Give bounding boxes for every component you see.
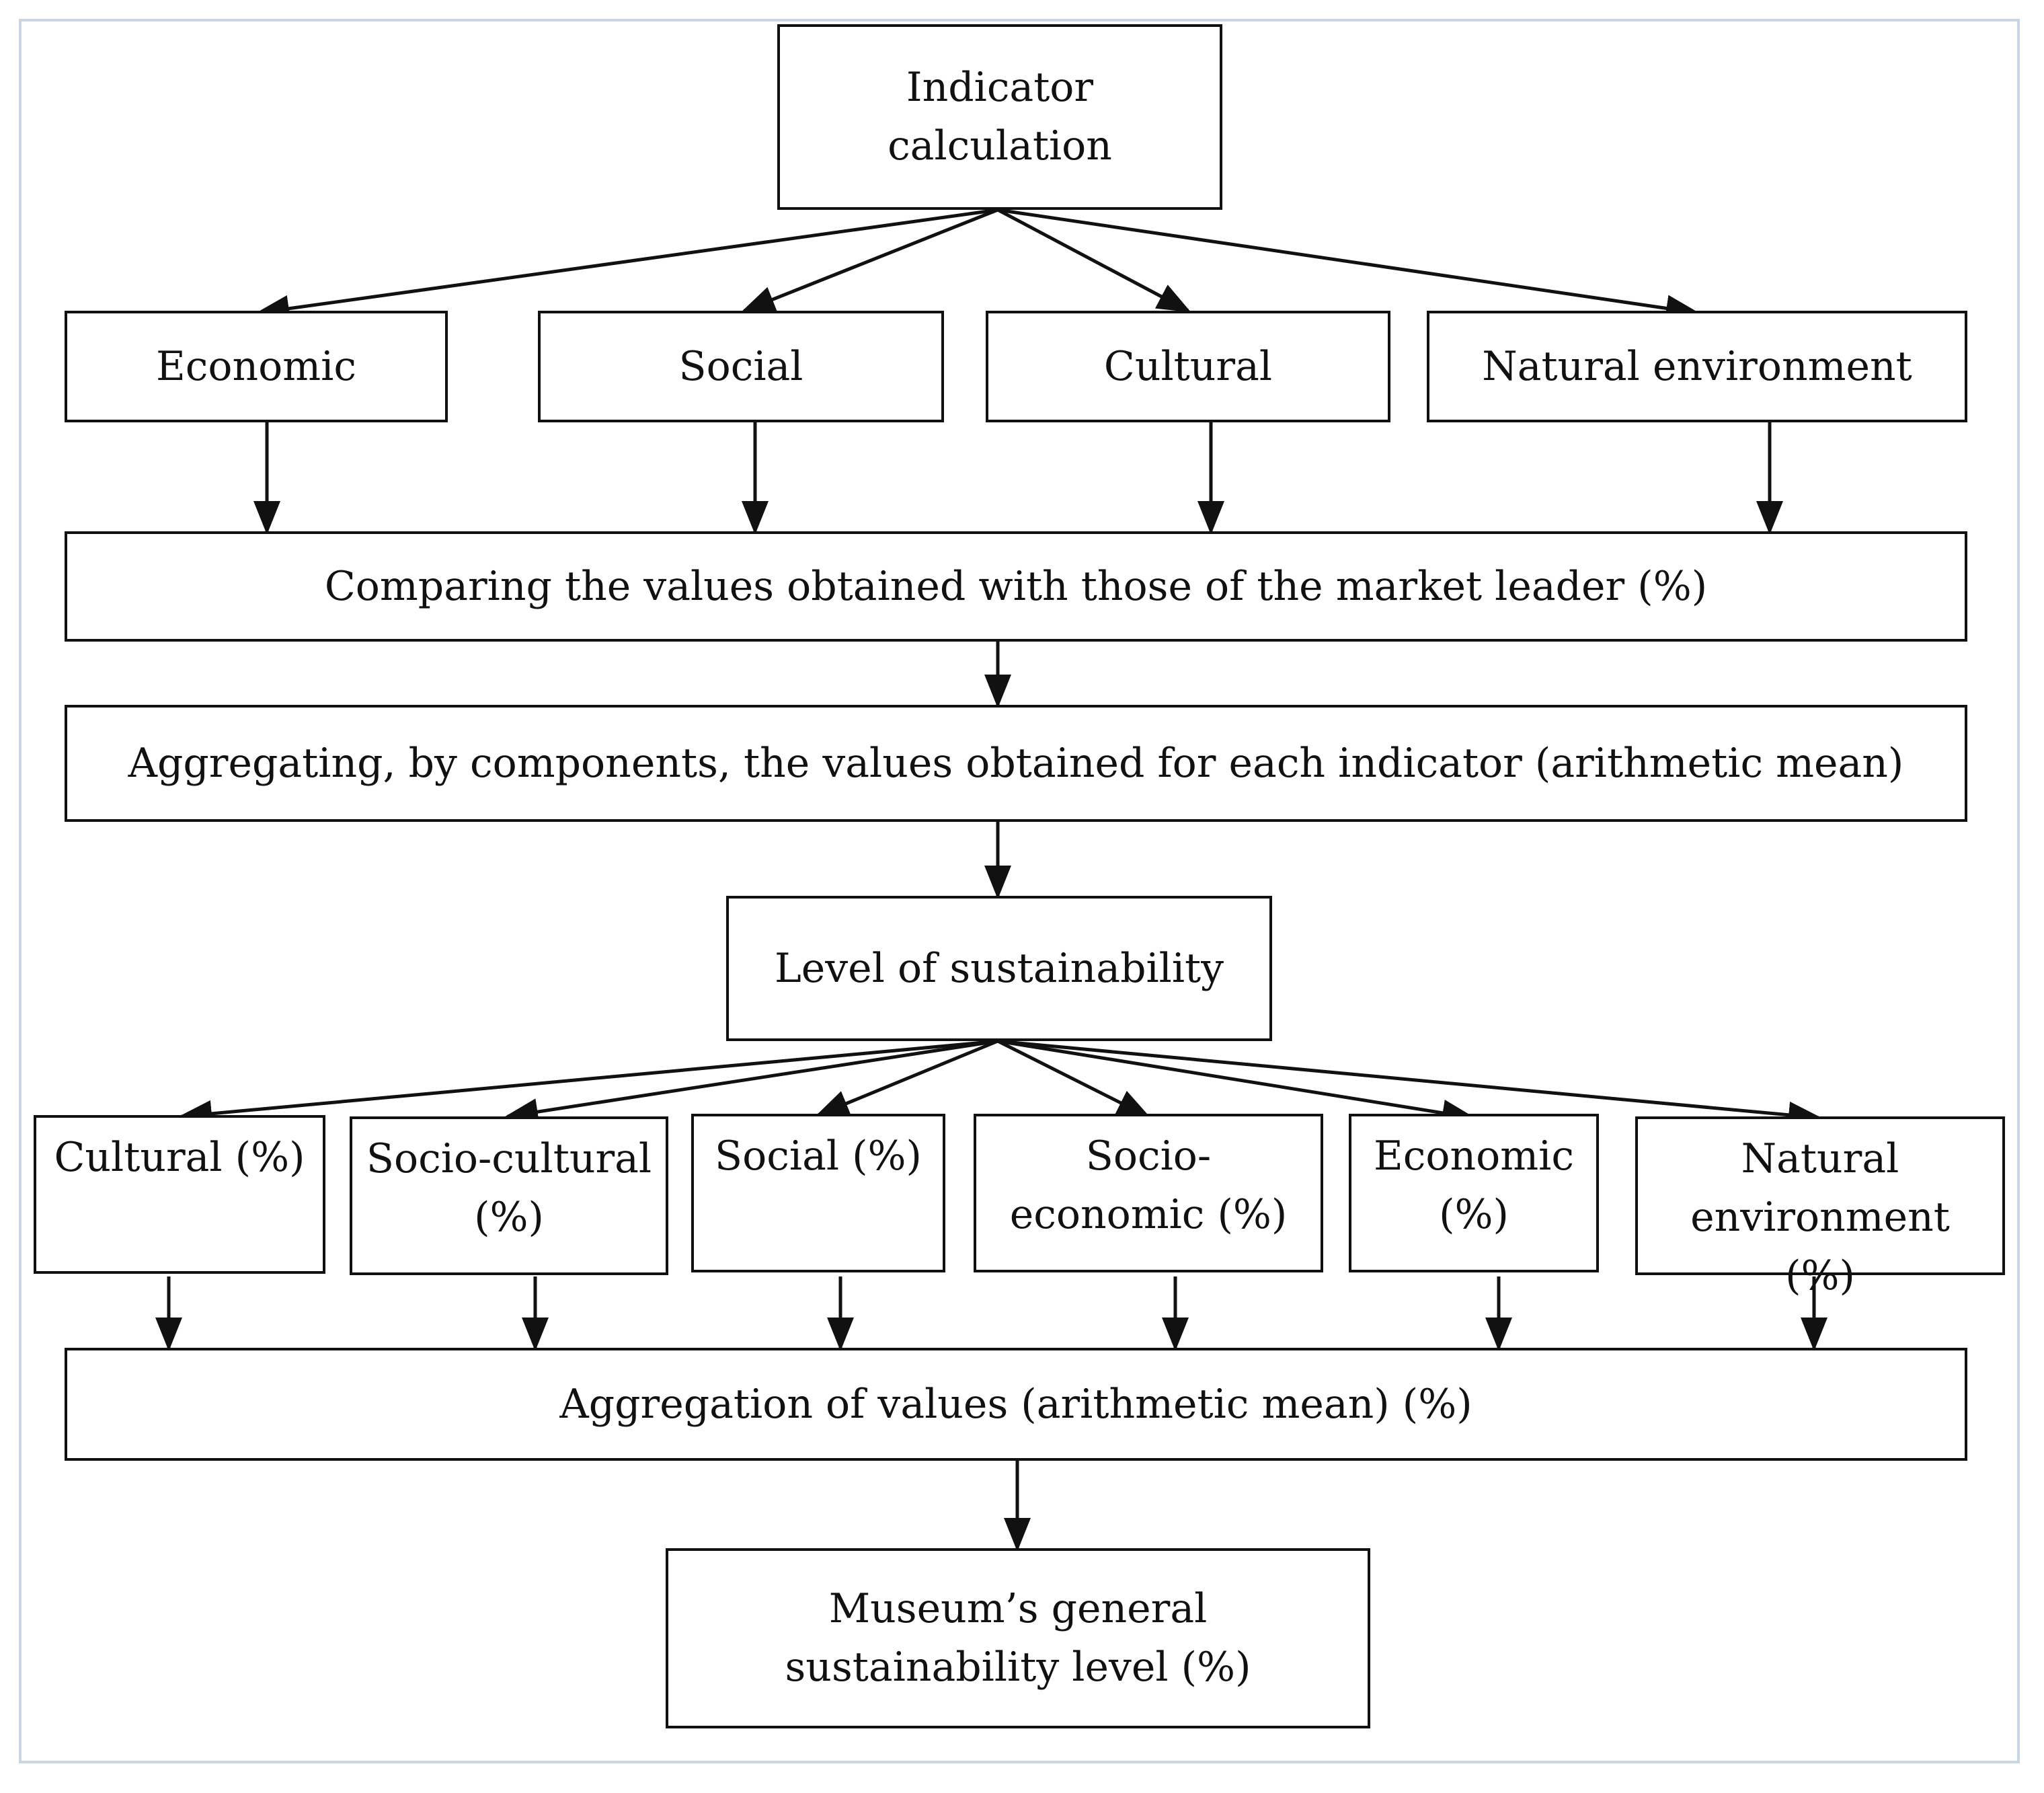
arrow-level-to-natural-pct (997, 1039, 1822, 1129)
natural-environment-pct-label: Natural environment (%) (1690, 1135, 1950, 1299)
cultural-box: Cultural (986, 311, 1390, 422)
level-of-sustainability-label: Level of sustainability (774, 944, 1224, 992)
economic-box: Economic (65, 311, 448, 422)
aggregating-box: Aggregating, by components, the values o… (65, 705, 1967, 822)
arrow-level-to-socio-economic-pct (996, 1039, 1151, 1118)
economic-pct-box: Economic (%) (1349, 1114, 1599, 1272)
indicator-calculation-label: Indicator calculation (888, 64, 1112, 169)
cultural-pct-box: Cultural (%) (34, 1115, 325, 1274)
socio-economic-pct-label: Socio-economic (%) (1009, 1133, 1288, 1238)
social-pct-box: Social (%) (691, 1114, 945, 1272)
indicator-calculation-box: Indicator calculation (777, 24, 1222, 210)
aggregating-label: Aggregating, by components, the values o… (128, 739, 1904, 787)
level-of-sustainability-box: Level of sustainability (726, 896, 1272, 1041)
general-sustainability-level-box: Museum’s general sustainability level (%… (666, 1548, 1370, 1728)
arrow-indicator-to-cultural (996, 208, 1191, 313)
general-sustainability-level-label: Museum’s general sustainability level (%… (785, 1585, 1251, 1691)
cultural-label: Cultural (1103, 342, 1273, 390)
social-label: Social (678, 342, 803, 390)
arrow-level-to-cultural-pct (178, 1039, 998, 1127)
natural-environment-box: Natural environment (1427, 311, 1967, 422)
cultural-pct-label: Cultural (%) (54, 1134, 305, 1181)
natural-environment-label: Natural environment (1482, 342, 1912, 390)
arrow-indicator-to-economic (256, 208, 998, 322)
aggregation-of-values-label: Aggregation of values (arithmetic mean) … (559, 1380, 1472, 1428)
comparing-label: Comparing the values obtained with those… (324, 562, 1708, 610)
natural-environment-pct-box: Natural environment (%) (1635, 1116, 2005, 1299)
economic-pct-label: Economic (%) (1374, 1133, 1574, 1238)
comparing-box: Comparing the values obtained with those… (65, 531, 1967, 642)
arrow-indicator-to-social (741, 208, 998, 313)
social-pct-label: Social (%) (715, 1133, 922, 1180)
figure-frame (19, 19, 2020, 1763)
socio-cultural-pct-label: Socio-cultural (%) (366, 1135, 652, 1241)
socio-economic-pct-box: Socio-economic (%) (974, 1114, 1323, 1272)
arrow-level-to-economic-pct (997, 1039, 1476, 1127)
arrow-level-to-socio-cultural-pct (504, 1039, 998, 1125)
socio-cultural-pct-box: Socio-cultural (%) (350, 1116, 668, 1275)
arrow-level-to-social-pct (815, 1039, 998, 1117)
arrow-indicator-to-natural (997, 208, 1700, 322)
aggregation-of-values-box: Aggregation of values (arithmetic mean) … (65, 1348, 1967, 1461)
social-box: Social (538, 311, 944, 422)
economic-label: Economic (156, 342, 356, 390)
